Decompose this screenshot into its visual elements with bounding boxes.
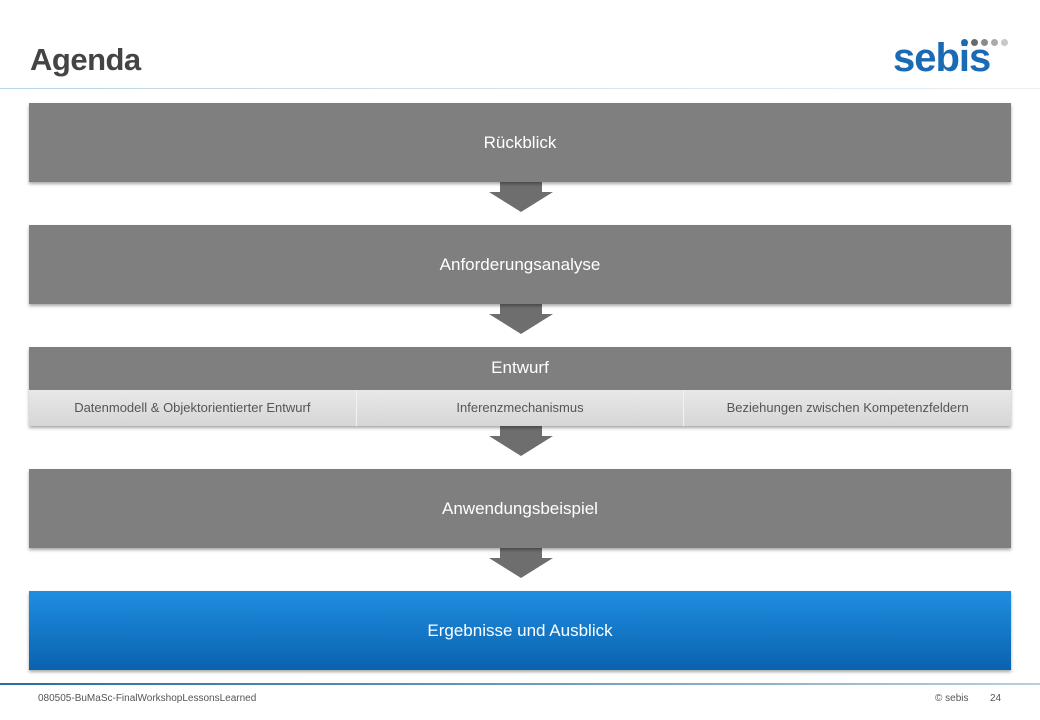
subitem-datenmodell[interactable]: Datenmodell & Objektorientierter Entwurf [29,390,356,426]
agenda-item-anwendungsbeispiel[interactable]: Anwendungsbeispiel [29,469,1011,548]
agenda-item-label: Anwendungsbeispiel [442,499,598,518]
agenda-item-label: Ergebnisse und Ausblick [427,621,613,640]
down-arrow-icon [489,546,553,578]
agenda-item-rueckblick[interactable]: Rückblick [29,103,1011,182]
title-divider [0,88,1040,89]
slide-title: Agenda [30,42,141,77]
agenda-item-label: Entwurf [491,358,549,377]
footer-document-name: 080505-BuMaSc-FinalWorkshopLessonsLearne… [38,693,257,704]
subitem-beziehungen[interactable]: Beziehungen zwischen Kompetenzfeldern [683,390,1012,426]
down-arrow-icon [489,180,553,212]
agenda-item-entwurf[interactable]: Entwurf Datenmodell & Objektorientierter… [29,347,1012,426]
down-arrow-icon [489,302,553,334]
agenda-item-label: Anforderungsanalyse [439,255,601,274]
down-arrow-icon [489,424,553,456]
agenda-item-ergebnisse-active[interactable]: Ergebnisse und Ausblick [29,591,1011,670]
footer-divider [0,683,1040,685]
agenda-item-label: Rückblick [483,133,557,152]
sebis-logo: sebis [893,34,1018,80]
entwurf-subitems: Datenmodell & Objektorientierter Entwurf… [29,390,1012,426]
footer-page-number: 24 [990,693,1002,704]
footer-copyright: © sebis [935,693,969,704]
agenda-item-anforderungsanalyse[interactable]: Anforderungsanalyse [29,225,1011,304]
subitem-inferenzmechanismus[interactable]: Inferenzmechanismus [355,390,684,426]
